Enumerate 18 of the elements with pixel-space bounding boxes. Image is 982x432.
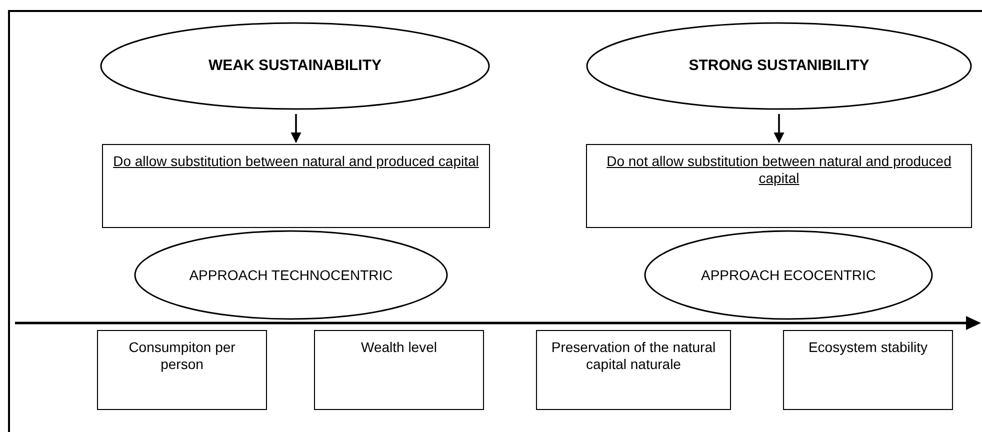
process-box — [314, 330, 484, 410]
arrow — [774, 114, 784, 144]
node-label: Do not allow substitution between natural and produced capital — [606, 153, 952, 187]
node-label: APPROACH TECHNOCENTRIC — [189, 266, 393, 284]
node-label: Ecosystem stability — [808, 339, 928, 356]
process-box — [97, 330, 267, 410]
process-box — [536, 330, 731, 410]
node-label: Wealth level — [360, 339, 437, 356]
node-label: WEAK SUSTAINABILITY — [208, 57, 382, 75]
node-label: STRONG SUSTANIBILITY — [688, 57, 870, 75]
node-label: Preservation of the natural capital naturale — [550, 339, 717, 373]
node-label: APPROACH ECOCENTRIC — [700, 266, 876, 284]
process-box — [102, 144, 490, 228]
node-label: Consumpiton per person — [128, 339, 236, 373]
process-box — [783, 330, 953, 410]
process-box — [586, 144, 972, 228]
node-label: Do allow substitution between natural and produced capital — [113, 153, 479, 170]
arrow — [290, 114, 302, 144]
